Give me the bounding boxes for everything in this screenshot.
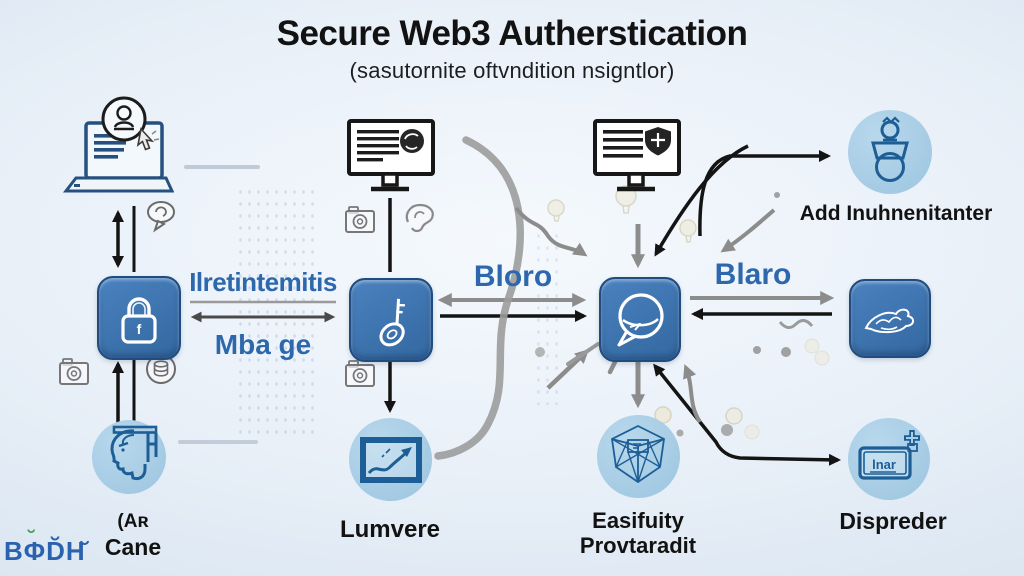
- caption-dispreder: Dispreder: [839, 508, 947, 534]
- padlock-node: f: [97, 276, 181, 360]
- speech-bubble-icon: [147, 201, 175, 233]
- card-label: lnar: [872, 457, 896, 472]
- monitor-shield-icon: [593, 119, 681, 192]
- laptop-identity-badge-icon: [62, 96, 175, 193]
- squiggle-arrow-up: [683, 364, 702, 424]
- ear-sketch-icon: [405, 203, 434, 233]
- caption-easifuity-line1: Easifuity: [592, 508, 684, 533]
- sketch-scribble-icon: [864, 308, 914, 333]
- watermark-accent: ˘: [28, 526, 37, 551]
- caption-lumvere: Lumvere: [339, 516, 441, 543]
- lock-letter: f: [137, 321, 142, 337]
- caption-easifuity-line2: Provtaradit: [579, 533, 697, 558]
- laptop-identity-node: [62, 96, 175, 198]
- padlock-icon: f: [121, 297, 157, 344]
- doodle-dots: [535, 192, 830, 440]
- faint-text-smudge: [178, 440, 258, 444]
- faint-code-column: [236, 186, 316, 438]
- caption-ar-line1: (Aʀ: [117, 511, 149, 532]
- faint-text-smudge: [184, 165, 260, 169]
- scribble-node: [849, 279, 931, 358]
- head-profile-frame-icon: [110, 425, 158, 481]
- monitor-profile-icon: [347, 119, 435, 192]
- chat-node: [599, 277, 681, 362]
- stroke-chat-lower-left: [566, 342, 600, 366]
- link-label-ilretintemitis: Ilretintemitis: [189, 267, 337, 297]
- page-subtitle: (sasutornite oftvndition nsigntlor): [349, 58, 675, 83]
- chat-globe-icon: [617, 292, 664, 346]
- key-icon: [379, 298, 405, 347]
- link-label-blaro: Blaro: [714, 258, 792, 291]
- camera-icon: [345, 360, 375, 387]
- link-label-bloro: Bloro: [473, 260, 553, 293]
- wireframe-cube-icon: [611, 424, 665, 484]
- camera-icon: [345, 206, 375, 233]
- monitor-document-node: [346, 118, 436, 195]
- curve-monitor1-lumvere: [434, 136, 524, 460]
- person-shield-icon: [871, 116, 909, 182]
- caption-ar-line2: Cane: [104, 534, 162, 560]
- camera-icon: [59, 358, 89, 385]
- link-label-mbage: Mba ge: [214, 329, 312, 360]
- cursor-icon: [136, 127, 160, 151]
- page-title: Secure Web3 Autherstication: [276, 14, 748, 53]
- dispreder-node: lnar: [848, 418, 930, 500]
- id-card-plus-icon: lnar: [858, 430, 920, 480]
- faint-code-column: [534, 230, 564, 405]
- watermark-text: ΒΦD̆Η̆: [4, 536, 86, 566]
- lumvere-node: [349, 418, 432, 501]
- easifuity-node: [597, 415, 680, 498]
- growth-chart-icon: [360, 437, 422, 483]
- monitor-shield-node: [592, 118, 682, 195]
- add-user-node: [848, 110, 932, 194]
- squiggle-right-of-chat: [778, 319, 814, 329]
- ar-head-node: [92, 420, 166, 494]
- arrow-chat-dispreder: [653, 363, 841, 466]
- squiggle-arrow-right: [720, 208, 776, 253]
- watermark-logo: ΒΦD̆Η̆ ˘: [4, 526, 86, 567]
- caption-add-inuhnenitanter: Add Inuhnenitanter: [799, 202, 993, 225]
- key-node: [349, 278, 433, 362]
